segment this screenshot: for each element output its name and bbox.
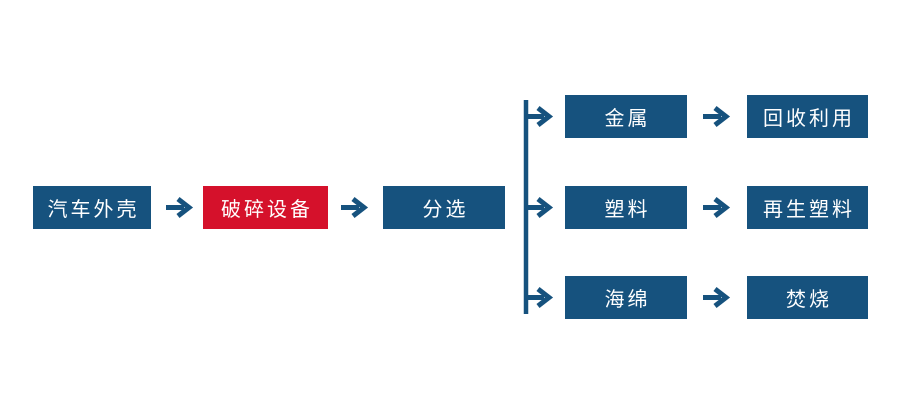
node-metal: 金属 bbox=[565, 95, 687, 138]
node-crushing-equipment: 破碎设备 bbox=[203, 186, 328, 229]
arrow-right-icon bbox=[528, 287, 554, 308]
node-plastic: 塑料 bbox=[565, 186, 687, 229]
arrow-right-icon bbox=[341, 197, 369, 218]
node-car-shell: 汽车外壳 bbox=[33, 186, 151, 229]
node-incineration: 焚烧 bbox=[747, 276, 868, 319]
arrow-right-icon bbox=[166, 197, 194, 218]
node-recycled-plastic: 再生塑料 bbox=[747, 186, 868, 229]
arrow-right-icon bbox=[528, 197, 554, 218]
node-recycling: 回收利用 bbox=[747, 95, 868, 138]
arrow-right-icon bbox=[703, 106, 731, 127]
arrow-right-icon bbox=[703, 197, 731, 218]
arrow-right-icon bbox=[703, 287, 731, 308]
node-sorting: 分选 bbox=[383, 186, 505, 229]
arrow-right-icon bbox=[528, 106, 554, 127]
node-sponge: 海绵 bbox=[565, 276, 687, 319]
